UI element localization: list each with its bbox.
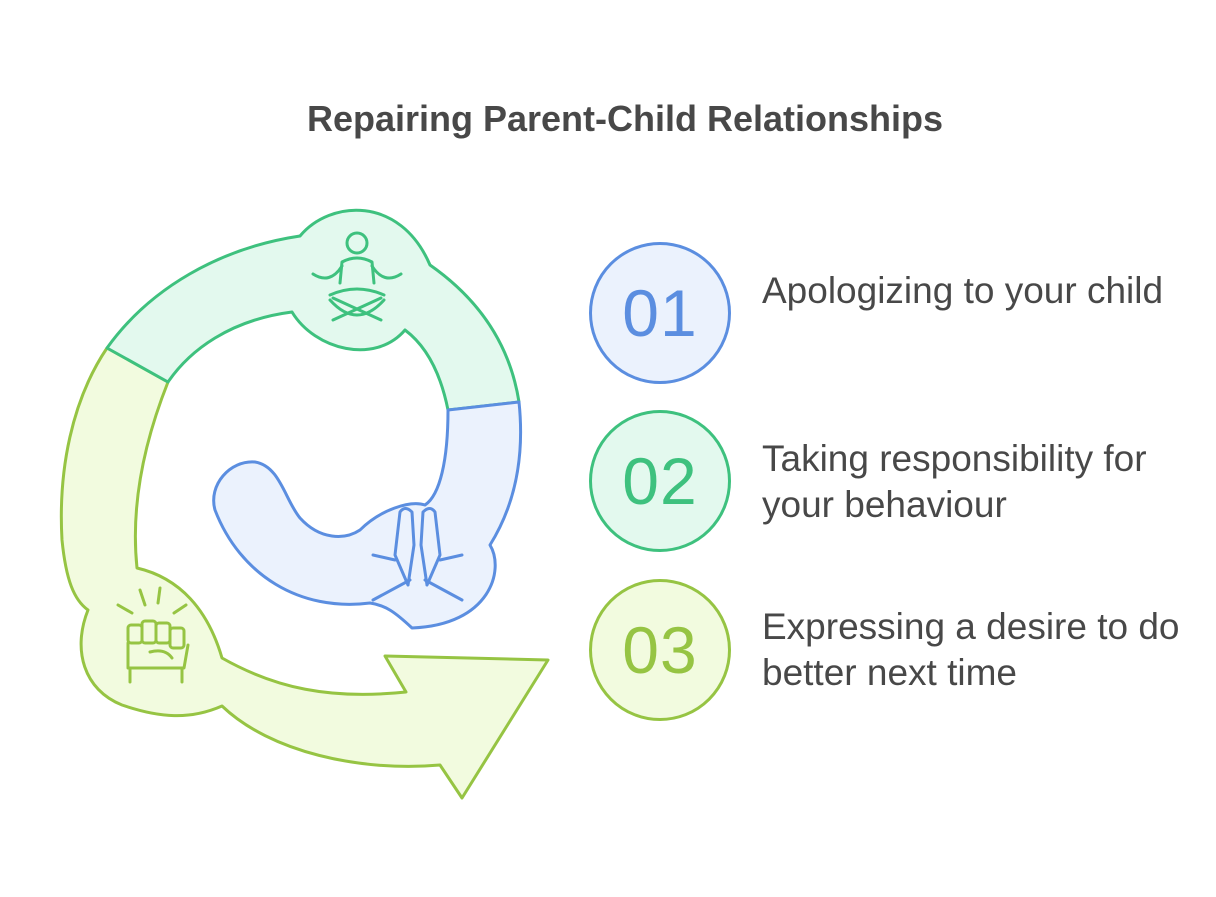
cycle-segment-blue — [212, 400, 523, 630]
cycle-segment-green-top — [105, 208, 521, 412]
raised-fist-icon — [116, 586, 190, 684]
step-1-number-circle: 01 — [589, 242, 731, 384]
step-3-number: 03 — [622, 613, 698, 687]
step-3-text: Expressing a desire to do better next ti… — [762, 606, 1180, 693]
step-2-number-circle: 02 — [589, 410, 731, 552]
cycle-segment-green-arrow — [59, 346, 550, 800]
diagram-title: Repairing Parent-Child Relationships — [306, 98, 944, 139]
step-1-text: Apologizing to your child — [762, 270, 1164, 311]
step-2-text: Taking responsibility for your behaviour — [762, 438, 1147, 525]
praying-hands-icon — [371, 507, 464, 602]
step-3-number-circle: 03 — [589, 579, 731, 721]
step-1-number: 01 — [622, 276, 698, 350]
meditation-icon — [311, 231, 403, 322]
step-2-number: 02 — [622, 444, 698, 518]
